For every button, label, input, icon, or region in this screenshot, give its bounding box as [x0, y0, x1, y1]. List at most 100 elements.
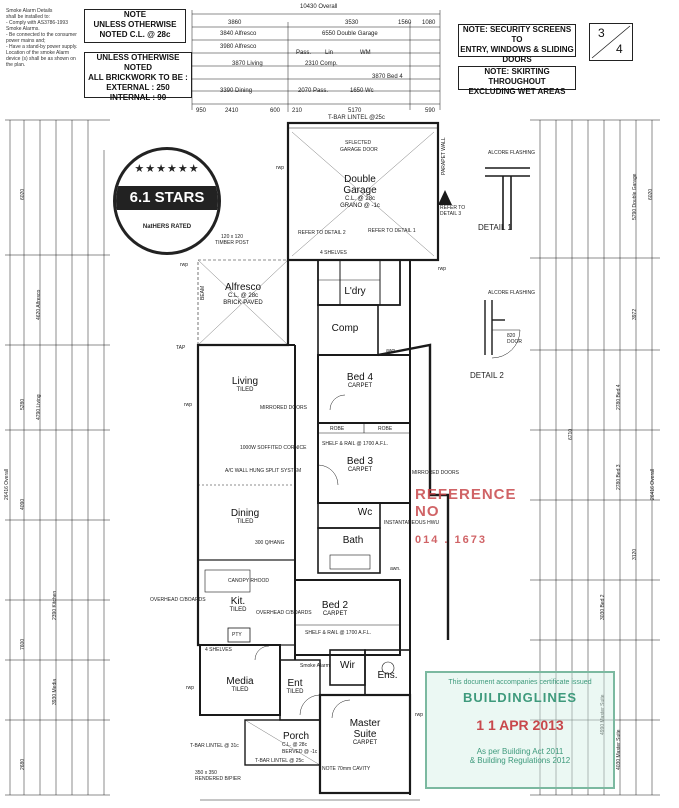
media-name: Media: [226, 676, 254, 687]
badge-caption: NatHERS RATED: [142, 224, 192, 230]
room-garage: Double Garage C.L. @ 28c GRANO @ -1c: [320, 174, 400, 210]
smoke-line-3: - Comply with AS3786-1993: [6, 20, 68, 26]
bed2-name: Bed 2: [321, 600, 349, 611]
master-name: Master: [349, 718, 381, 729]
security-line3: DOORS: [502, 55, 532, 64]
room-dining: Dining TILED: [220, 508, 270, 526]
left-dim-8: 3930 Media: [52, 678, 58, 705]
smoke-line-5: - Be connected to the consumer: [6, 32, 77, 38]
left-dim-9: 2680: [20, 758, 26, 770]
shelf-rail-label-2: SHELF & RAIL @ 1700 A.F.L.: [305, 630, 372, 636]
nathers-badge: ★★★★★★ 6.1 STARS NatHERS RATED: [113, 147, 221, 255]
left-dim-7: 7600: [20, 638, 26, 650]
master-name2: Suite: [353, 729, 377, 740]
pass2-dim: 2070 Pass.: [298, 88, 329, 94]
rwp-label-5: rwp: [186, 685, 195, 691]
ac-label: A/C WALL HUNG SPLIT SYSTEM: [225, 468, 302, 474]
robe-label-1: ROBE: [330, 426, 345, 432]
living-name: Living: [231, 376, 259, 387]
bottom-dim-f: 590: [425, 108, 436, 114]
garage-name2: Garage: [343, 185, 377, 196]
living-floor: TILED: [236, 387, 254, 393]
wc-name: Wc: [357, 507, 373, 518]
q-hang-label: 300 Q/HANG: [255, 540, 285, 546]
left-dim-6: 2390 Kitchen: [52, 590, 58, 620]
living-dim-a: 3980 Alfresco: [220, 44, 257, 50]
tap-label: TAP: [176, 345, 186, 351]
right-dim-10: 4030 Master Suite: [616, 729, 622, 770]
bottom-dim-e: 5170: [348, 108, 362, 114]
rwp-label-1: rwp: [276, 165, 285, 171]
dining-dim: 3390 Dining: [220, 88, 253, 94]
brickwork-line2: ALL BRICKWORK TO BE :: [88, 73, 188, 82]
porch-floor-label: BERVED @ -1c: [282, 749, 318, 755]
right-dim-5: 2780 Bed 4: [616, 384, 622, 410]
top-note-line2: NOTED C.L. @ 28c: [99, 30, 171, 39]
canopy-label: CANOPY RHOOD: [228, 578, 270, 584]
right-dim-8: 3030 Bed 2: [600, 594, 606, 620]
room-kitchen: Kit. TILED: [218, 596, 258, 614]
stamp-company: BUILDINGLINES: [462, 690, 578, 705]
page-number-box: 3 4: [589, 23, 633, 61]
living-dim: 3870 Living: [232, 61, 263, 67]
bed4-dim: 3870 Bed 4: [372, 74, 403, 80]
t-bar-label-2: T-BAR LINTEL @ 31c: [190, 743, 239, 749]
smoke-line-2: shall be installed to:: [6, 14, 50, 20]
room-comp: Comp: [325, 323, 365, 334]
bed3-name: Bed 3: [346, 456, 374, 467]
garage-door-label: GARAGE DOOR: [340, 147, 378, 153]
wir-name: Wir: [340, 660, 355, 671]
skirting-line2: EXCLUDING WET AREAS: [468, 87, 566, 96]
overall-right: 26416 Overall: [650, 468, 656, 500]
brickwork-line4: INTERNAL : 90: [109, 93, 167, 102]
left-dim-1: 6020: [20, 188, 26, 200]
left-dim-4: 4790 Living: [36, 394, 42, 420]
kitchen-name: Kit.: [230, 596, 246, 607]
robe-label-2: ROBE: [378, 426, 393, 432]
skirting-line1: NOTE: SKIRTING THROUGHOUT: [484, 67, 550, 86]
skirting-note: NOTE: SKIRTING THROUGHOUT EXCLUDING WET …: [458, 66, 576, 96]
wm-label: WM: [360, 50, 371, 56]
security-line2: ENTRY, WINDOWS & SLIDING: [460, 45, 574, 54]
smoke-line-8: Location of the smoke Alarm: [6, 50, 70, 56]
cavity-label: NOTE 70mm CAVITY: [322, 766, 371, 772]
left-dim-2: 4620 Alfresco: [36, 289, 42, 320]
comp-name: Comp: [331, 323, 359, 334]
room-porch: Porch: [276, 731, 316, 742]
wc-dim: 1650 Wc: [350, 88, 374, 94]
reference-stamp: REFERENCE NO 014 . 1673: [415, 486, 545, 546]
badge-rating: 6.1 STARS: [116, 186, 218, 210]
stamp-line4: & Building Regulations 2012: [469, 756, 571, 765]
bottom-dim-b: 2410: [225, 108, 239, 114]
right-dim-7: 2780 Bed 3: [616, 464, 622, 490]
right-dim-4: 6710: [568, 428, 574, 440]
bed3-floor: CARPET: [347, 467, 373, 473]
refer-detail-2: REFER TO DETAIL 2: [298, 230, 346, 236]
stamp-date: 1 1 APR 2013: [476, 717, 564, 733]
bed2-floor: CARPET: [322, 611, 348, 617]
mirrored-doors-label: MIRRORED DOORS: [260, 405, 307, 411]
security-line1: NOTE: SECURITY SCREENS TO: [462, 25, 572, 44]
left-dim-5: 4090: [20, 498, 26, 510]
smoke-line-7: - Have a stand-by power supply.: [6, 44, 78, 50]
door-820-label: 820 DOOR: [507, 333, 522, 345]
security-note: NOTE: SECURITY SCREENS TO ENTRY, WINDOWS…: [458, 24, 576, 64]
detail-2-label: DETAIL 2: [470, 371, 504, 380]
garage-ceiling: C.L. @ 28c: [344, 196, 376, 202]
top-note: NOTE UNLESS OTHERWISE NOTED C.L. @ 28c: [84, 9, 186, 43]
detail-1-label: DETAIL 1: [478, 223, 512, 232]
garage-dim: 6550 Double Garage: [322, 31, 378, 37]
comp-dim: 2310 Comp.: [305, 61, 338, 67]
room-media: Media TILED: [215, 676, 265, 694]
page-divider: [591, 25, 631, 59]
soffited-label: 1000W SOFFITED CORNICE: [240, 445, 307, 451]
page-current: 3: [598, 26, 605, 40]
room-ens: Ens.: [370, 670, 405, 681]
right-dim-6: 3120: [632, 548, 638, 560]
mirrored-doors-label-2: MIRRORED DOORS: [412, 470, 459, 476]
bottom-dim-a: 950: [196, 108, 207, 114]
alcore-flashing-1: ALCORE FLASHING: [488, 150, 535, 156]
star-rating-icon: ★★★★★★: [134, 163, 200, 175]
garage-name: Double: [344, 174, 376, 185]
